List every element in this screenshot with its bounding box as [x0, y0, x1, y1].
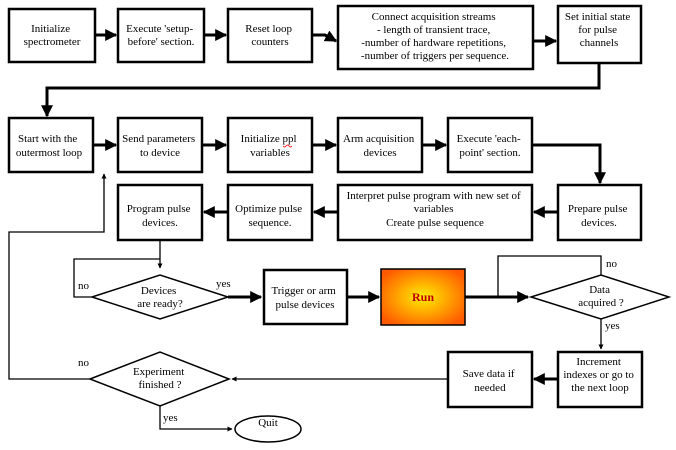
- box-send-parameters: Send parameters to device: [116, 116, 204, 174]
- text-trigger-arm: Trigger or arm pulse devices: [271, 285, 338, 311]
- arrow-each-to-prepare: [532, 143, 606, 185]
- loop-experiment-not-finished: [8, 173, 107, 380]
- text-run: Run: [412, 290, 434, 304]
- box-connect-acquisition: Connect acquisition streams - length of …: [336, 4, 535, 71]
- label-data-yes: yes: [605, 320, 620, 332]
- box-set-initial-state: Set initial state for pulse channels: [556, 4, 643, 65]
- text-initialize-ppl: Initialize ppl variables: [241, 133, 300, 159]
- label-devices-no: no: [78, 280, 90, 292]
- box-interpret-pulse-program: Interpret pulse program with new set of …: [336, 183, 534, 242]
- text-send-parameters: Send parameters to device: [122, 133, 198, 159]
- text-devices-ready: Devices are ready?: [137, 285, 183, 310]
- decision-devices-ready: Devices are ready?: [89, 274, 231, 320]
- text-execute-each-point: Execute 'each- point' section.: [457, 133, 524, 159]
- text-prepare-pulse: Prepare pulse devices.: [568, 203, 630, 229]
- text-interpret-pulse-program: Interpret pulse program with new set of …: [347, 190, 524, 229]
- text-experiment-finished: Experiment finished ?: [133, 366, 187, 391]
- box-program-pulse: Program pulse devices.: [116, 183, 204, 242]
- loop-data-not-acquired: [497, 255, 602, 297]
- box-run: Run: [380, 268, 466, 326]
- label-experiment-yes: yes: [163, 412, 178, 424]
- text-quit: Quit: [258, 417, 278, 429]
- box-initialize-spectrometer: Initialize spectrometer: [7, 7, 97, 64]
- box-trigger-arm: Trigger or arm pulse devices: [262, 268, 349, 326]
- arrow-experiment-to-quit: [159, 406, 233, 432]
- arrow-reset-to-connect: [312, 30, 338, 43]
- text-initialize-spectrometer: Initialize spectrometer: [24, 23, 81, 48]
- text-start-outermost-loop: Start with the outermost loop: [16, 133, 83, 159]
- box-arm-acquisition: Arm acquisition devices: [336, 116, 424, 174]
- spellcheck-underline: [282, 144, 293, 148]
- box-optimize-pulse: Optimize pulse sequence.: [226, 183, 314, 242]
- text-reset-loop-counters: Reset loop counters: [245, 23, 295, 48]
- text-increment-indexes: Increment indexes or go to the next loop: [563, 356, 636, 394]
- text-data-acquired: Data acquired ?: [578, 284, 624, 309]
- decision-data-acquired: Data acquired ?: [528, 274, 672, 320]
- box-increment-indexes: Increment indexes or go to the next loop: [556, 350, 644, 409]
- text-program-pulse: Program pulse devices.: [127, 203, 194, 229]
- text-set-initial-state: Set initial state for pulse channels: [565, 11, 633, 49]
- box-initialize-ppl: Initialize ppl variables: [226, 116, 314, 174]
- text-arm-acquisition: Arm acquisition devices: [343, 133, 417, 159]
- text-save-data: Save data if needed: [463, 368, 518, 394]
- text-connect-acquisition: Connect acquisition streams - length of …: [361, 11, 509, 62]
- label-experiment-no: no: [78, 357, 90, 369]
- box-prepare-pulse: Prepare pulse devices.: [556, 183, 643, 242]
- box-reset-loop-counters: Reset loop counters: [226, 7, 314, 64]
- arrow-setinitial-to-start: [41, 63, 601, 118]
- box-execute-each-point: Execute 'each- point' section.: [446, 116, 534, 174]
- box-execute-setup-before: Execute 'setup- before' section.: [116, 7, 206, 64]
- box-start-outermost-loop: Start with the outermost loop: [7, 116, 95, 174]
- terminal-quit: Quit: [234, 415, 302, 443]
- label-data-no: no: [606, 258, 618, 270]
- label-devices-yes: yes: [216, 278, 231, 290]
- text-optimize-pulse: Optimize pulse sequence.: [235, 203, 305, 229]
- decision-experiment-finished: Experiment finished ?: [87, 351, 232, 407]
- box-save-data: Save data if needed: [446, 350, 534, 409]
- loop-devices-not-ready: [73, 258, 160, 298]
- text-execute-setup-before: Execute 'setup- before' section.: [126, 23, 196, 48]
